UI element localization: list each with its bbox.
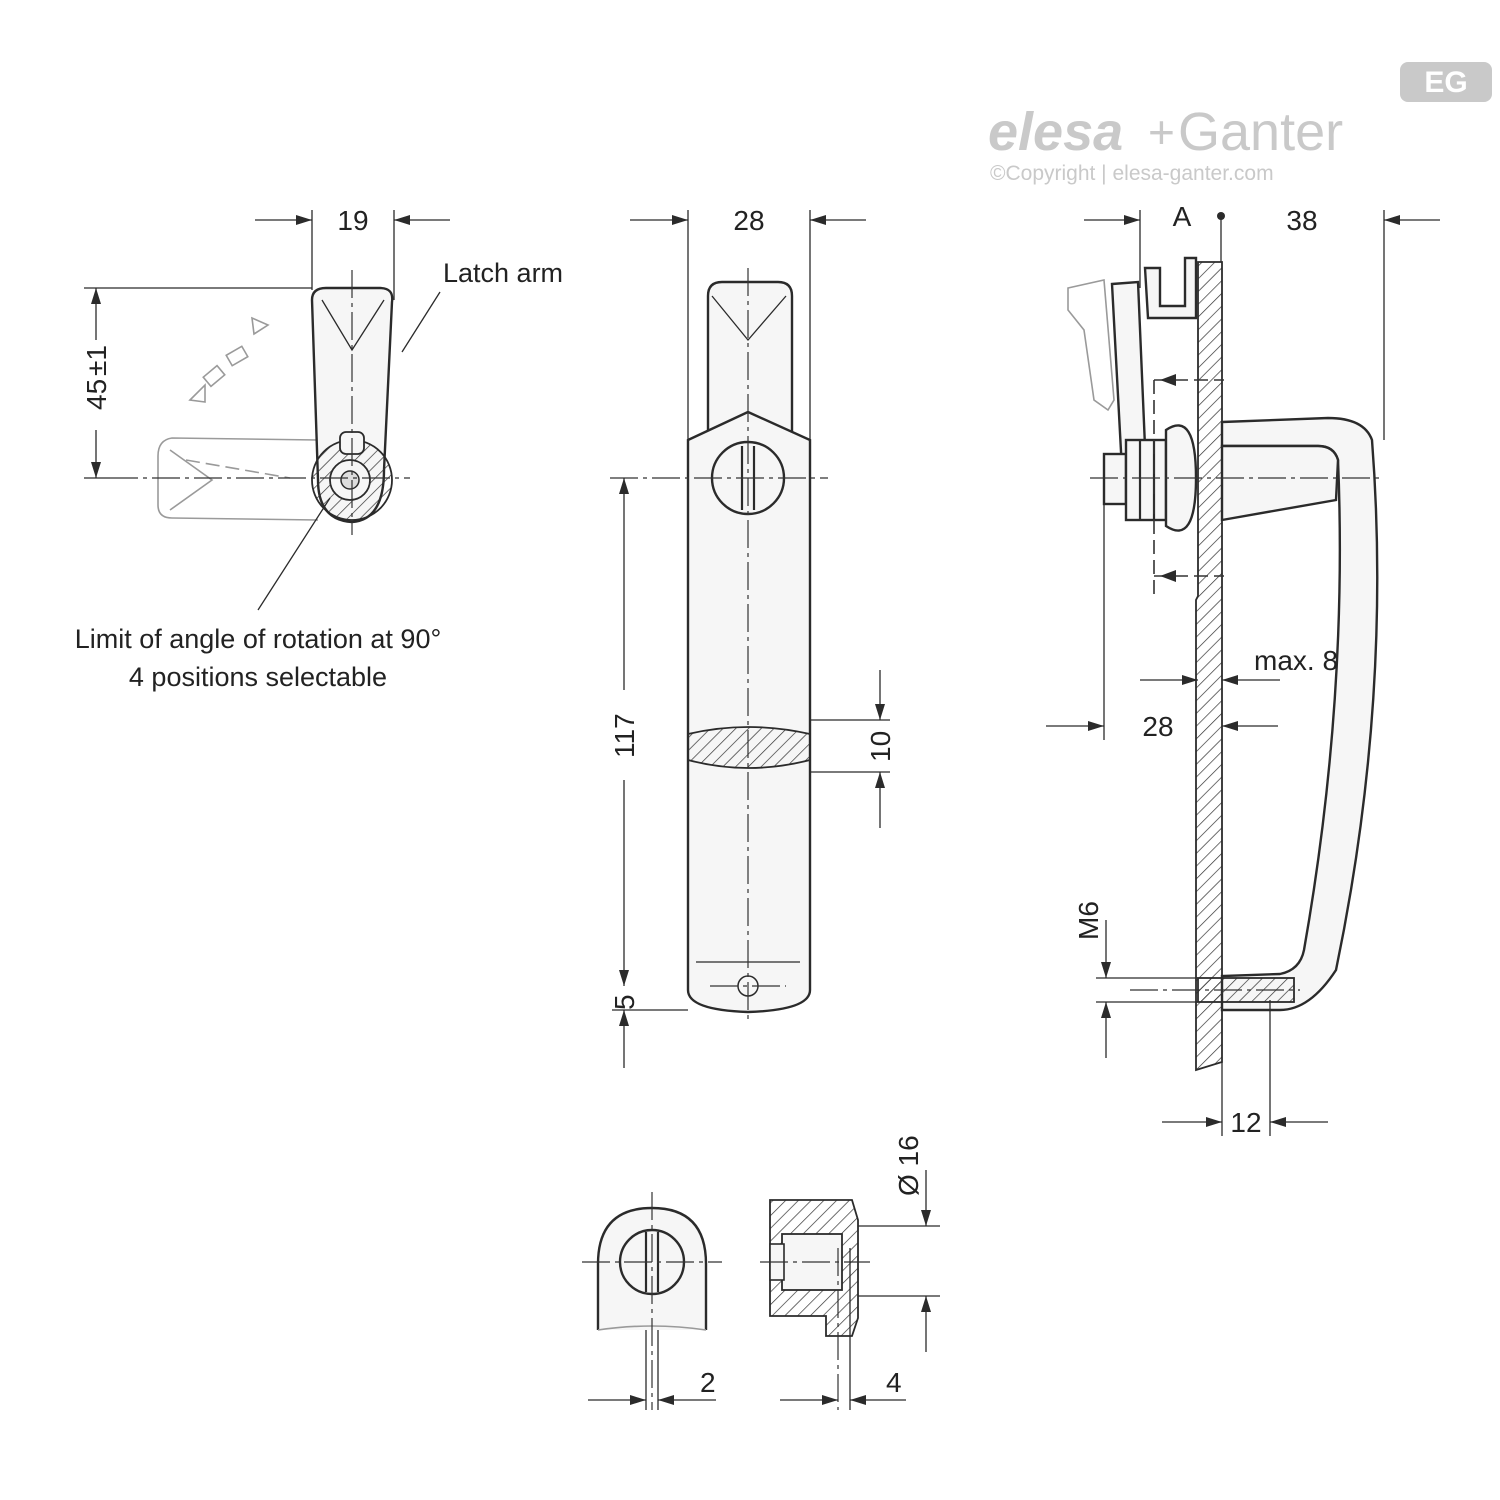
section-nut [1102,452,1128,506]
rotation-arrows-icon [188,316,270,403]
note-rotation-limit: Limit of angle of rotation at 90° [75,624,442,654]
dim-max-8: max. 8 [1254,645,1338,676]
dim-12: 12 [1230,1107,1261,1138]
side-view: 19 45 ±1 Latch arm Limit of angle of rot… [75,205,563,692]
dim-width-28: 28 [733,205,764,236]
brand-logo: EG elesa + Ganter ©Copyright | elesa-gan… [988,62,1492,185]
section-handle [1220,416,1379,1012]
latch-bracket [1143,256,1198,320]
brand-name-ganter: Ganter [1178,102,1343,162]
detail-views: 2 4 Ø 16 [582,1135,940,1410]
dim-28-side: 28 [1142,711,1173,742]
front-handle-body [686,410,812,1014]
section-view: A 38 28 max. 8 [1046,201,1440,1138]
brand-name-plus: + [1148,106,1175,158]
copyright-text: ©Copyright | elesa-ganter.com [990,162,1274,185]
ghost-latch-arm [157,437,319,521]
label-latch-arm: Latch arm [443,258,563,288]
note-positions: 4 positions selectable [129,662,387,692]
dim-depth-38: 38 [1286,205,1317,236]
dim-2: 2 [700,1367,716,1398]
dim-height-45: 45 [81,379,112,410]
label-a: A [1173,201,1192,232]
dim-diameter-16: Ø 16 [893,1135,924,1196]
panel-section [1195,261,1223,1072]
dim-4: 4 [886,1367,902,1398]
front-view: 28 117 5 10 [609,205,896,1068]
dim-height-tolerance: ±1 [81,345,112,376]
dim-hole-5: 5 [609,994,640,1010]
brand-name-elesa: elesa [988,102,1123,162]
front-grip-section [687,726,811,769]
dim-thread-m6: M6 [1073,901,1104,940]
dim-length-117: 117 [609,713,640,758]
brand-badge-box [1400,62,1492,102]
front-latch-arm [706,280,794,442]
brand-badge: EG [1424,66,1467,99]
dim-width-19: 19 [337,205,368,236]
dim-grip-10: 10 [865,731,896,762]
